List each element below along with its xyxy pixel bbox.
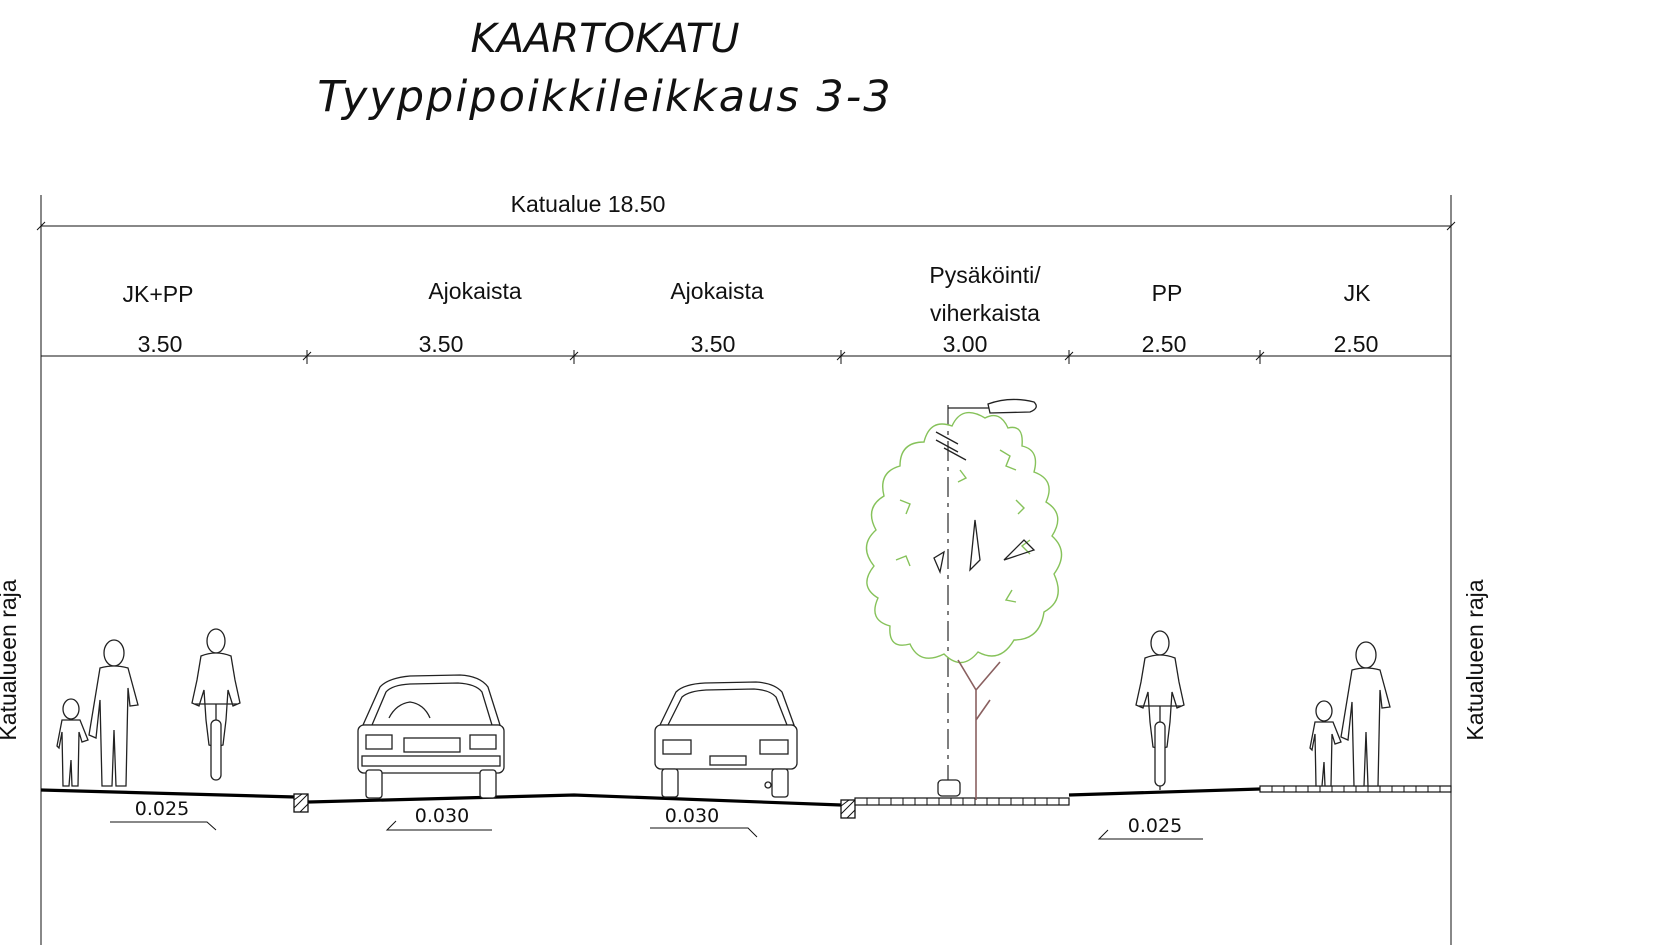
segment-width-jk: 2.50 (1334, 331, 1379, 357)
segment-width-ajokaista-2: 3.50 (691, 331, 736, 357)
curb-right (840, 799, 856, 819)
segment-width-pysakointi: 3.00 (943, 331, 988, 357)
segment-width-jk-pp: 3.50 (138, 331, 183, 357)
segment-name-ajokaista-1: Ajokaista (428, 278, 522, 304)
slope-indicator-3: 0.030 (650, 805, 758, 838)
tree-icon (865, 411, 1063, 800)
slope-indicator-4: 0.025 (1097, 815, 1203, 840)
car-1-icon (357, 674, 505, 799)
segment-width-ajokaista-1: 3.50 (419, 331, 464, 357)
pedestrian-child-right-icon (1309, 700, 1342, 787)
segment-name-ajokaista-2: Ajokaista (670, 278, 764, 304)
svg-text:0.030: 0.030 (415, 805, 469, 827)
pp-surface (1068, 787, 1261, 797)
pedestrian-child-icon (56, 698, 89, 787)
road-surface-profile (40, 788, 842, 807)
total-tick-right (1446, 221, 1456, 231)
pedestrian-adult-right-icon (1340, 641, 1391, 787)
segment-name-pp: PP (1152, 280, 1183, 306)
curb-left (293, 793, 309, 813)
parking-paving-strip (854, 797, 1070, 806)
left-boundary-label: Katualueen raja (0, 579, 21, 740)
right-boundary-label: Katualueen raja (1462, 579, 1488, 740)
svg-text:0.025: 0.025 (1128, 815, 1182, 837)
car-2-icon (654, 681, 798, 798)
slope-indicator-2: 0.030 (385, 805, 492, 831)
svg-text:0.025: 0.025 (135, 798, 189, 820)
street-lamp-icon (935, 398, 1037, 800)
slope-indicator-1: 0.025 (110, 798, 217, 831)
svg-text:0.030: 0.030 (665, 805, 719, 827)
pedestrian-adult-icon (88, 639, 139, 787)
segment-name-jk: JK (1344, 280, 1372, 306)
drawing-title: KAARTOKATU (470, 16, 739, 62)
cyclist-left-icon (191, 628, 241, 781)
segment-name-pysakointi: Pysäköinti/ (929, 262, 1041, 288)
segment-ticks (40, 350, 1452, 364)
drawing-subtitle: Tyyppipoikkileikkaus 3-3 (317, 72, 892, 122)
total-width-label: Katualue 18.50 (511, 191, 666, 217)
total-tick-left (36, 221, 46, 231)
cyclist-right-icon (1135, 630, 1185, 790)
segment-width-pp: 2.50 (1142, 331, 1187, 357)
sidewalk-paving-strip (1259, 785, 1452, 793)
segment-name-viherkaista: viherkaista (930, 300, 1040, 326)
segment-name-jk-pp: JK+PP (123, 281, 194, 307)
